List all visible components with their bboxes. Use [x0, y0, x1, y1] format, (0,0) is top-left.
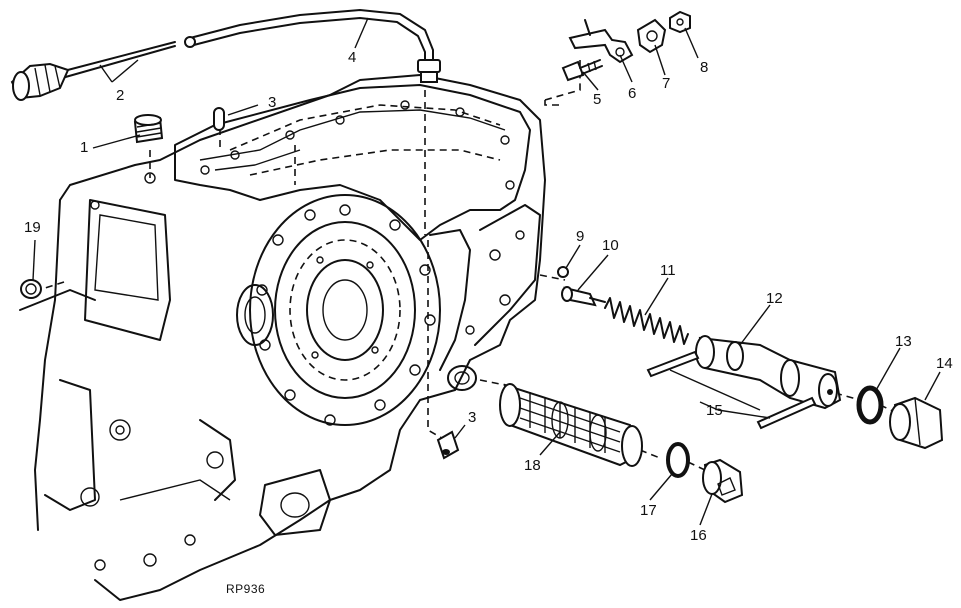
callout-17: 17	[640, 502, 657, 519]
part-14-plug	[889, 396, 944, 450]
callout-11: 11	[660, 262, 676, 279]
callout-3-lower: 3	[468, 409, 476, 426]
part-4-breather-tube	[184, 9, 441, 83]
part-8-nut	[669, 10, 691, 34]
callout-16: 16	[690, 527, 707, 544]
figure-code: RP936	[226, 582, 265, 596]
callout-19: 19	[24, 219, 41, 236]
part-10-plunger	[561, 286, 606, 307]
part-7-clip	[636, 18, 667, 54]
flange-bolt-holes	[256, 204, 436, 426]
callout-4: 4	[348, 49, 356, 66]
part-2-dipstick	[10, 41, 176, 101]
callout-1: 1	[80, 139, 88, 156]
callout-2: 2	[116, 87, 124, 104]
part-17-snap-ring	[666, 442, 690, 478]
part-13-washer	[856, 385, 884, 425]
part-18-filter	[499, 383, 643, 467]
callout-12: 12	[766, 290, 783, 307]
callout-5: 5	[593, 91, 601, 108]
callout-labels: 1 2 3 3 4 5 6 7 8 9 10 11 12 13 14 15 16…	[24, 49, 953, 544]
part-16-cover	[702, 458, 744, 504]
part-3-pin-lower	[436, 430, 460, 460]
callout-13: 13	[895, 333, 912, 350]
callout-6: 6	[628, 85, 636, 102]
part-5-cap-screw	[561, 59, 603, 82]
part-19-plug	[20, 279, 42, 299]
callout-3-upper: 3	[268, 94, 276, 111]
callout-15: 15	[706, 402, 723, 419]
transmission-housing	[19, 74, 546, 601]
callout-9: 9	[576, 228, 584, 245]
part-3-o-ring-upper	[213, 107, 225, 131]
callout-14: 14	[936, 355, 953, 372]
part-9-ball	[557, 266, 569, 278]
callout-8: 8	[700, 59, 708, 76]
callout-10: 10	[602, 237, 619, 254]
part-12-spool	[695, 335, 842, 410]
callout-18: 18	[524, 457, 541, 474]
part-1-plug	[133, 114, 164, 144]
callout-7: 7	[662, 75, 670, 92]
leader-lines	[32, 17, 941, 526]
part-11-spring	[604, 297, 689, 345]
part-15-pins	[646, 350, 817, 430]
part-6-bracket	[568, 19, 634, 64]
